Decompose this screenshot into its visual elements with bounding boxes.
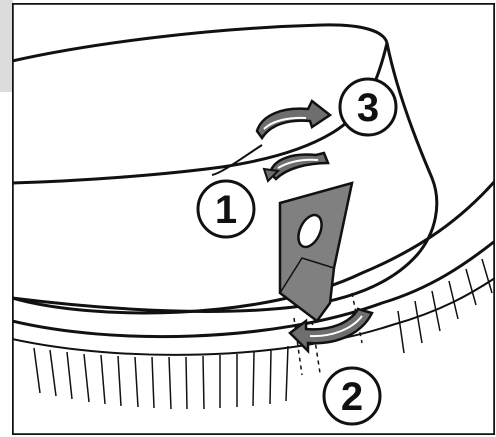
callout-2-label: 2 xyxy=(341,375,363,419)
arrow-2-icon xyxy=(290,309,372,351)
clip-removal-diagram: 1 2 3 xyxy=(12,3,495,435)
callout-1-label: 1 xyxy=(215,188,237,232)
callout-1: 1 xyxy=(198,181,254,237)
callout-2: 2 xyxy=(324,368,380,424)
illustration-frame: 1 2 3 xyxy=(12,3,495,435)
clip-body xyxy=(280,183,352,321)
callout-3-label: 3 xyxy=(357,86,379,130)
arrow-3-icon xyxy=(257,101,330,138)
callout-3: 3 xyxy=(340,79,396,135)
retaining-clip xyxy=(280,183,352,321)
